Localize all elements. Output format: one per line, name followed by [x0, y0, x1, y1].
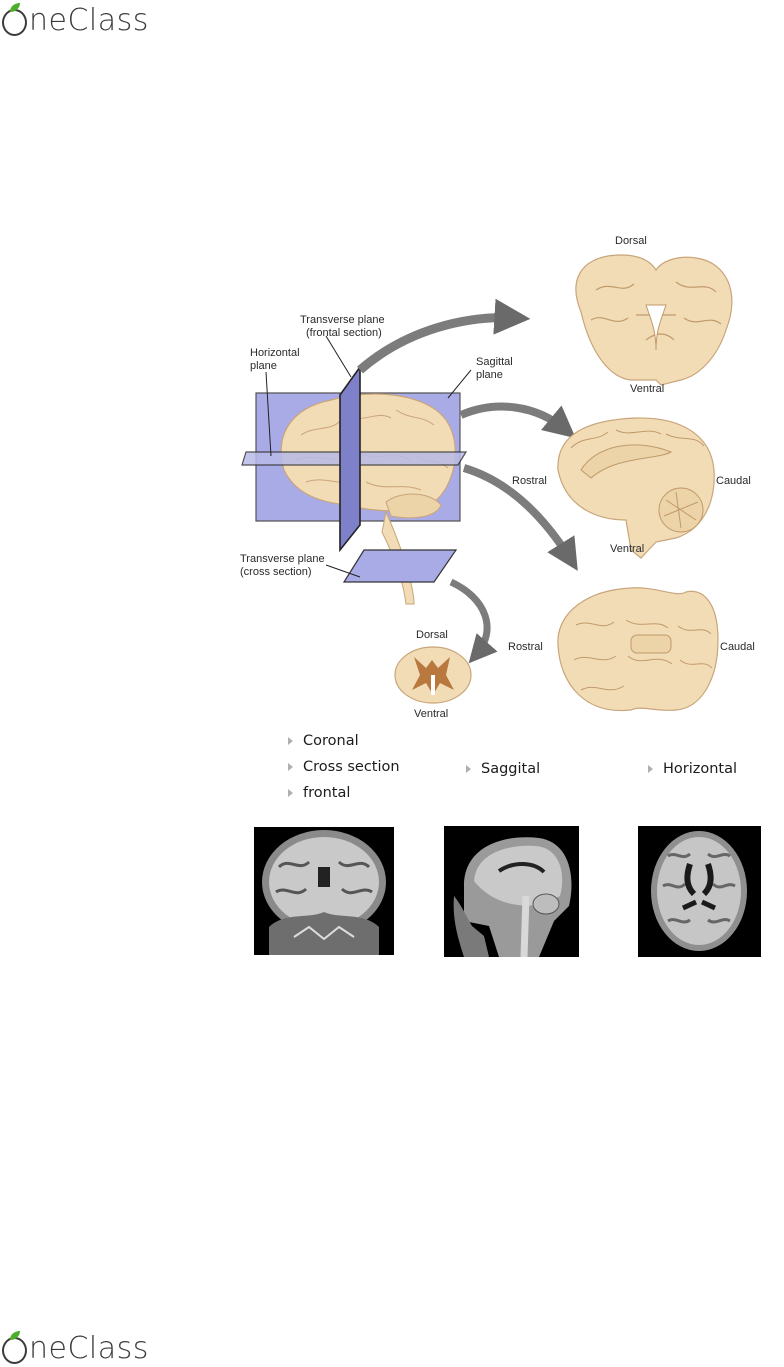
label-sagittal-2: plane [476, 369, 503, 381]
label-horizontal-caudal: Caudal [720, 641, 755, 653]
label-horizontal-2: plane [250, 360, 277, 372]
label-transverse-frontal-2: (frontal section) [306, 327, 382, 339]
label-coronal-dorsal: Dorsal [615, 235, 647, 247]
horizontal-section-illustration [558, 588, 718, 711]
bullet-label: Saggital [481, 761, 540, 777]
label-horizontal-rostral: Rostral [508, 641, 543, 653]
label-spinal-ventral: Ventral [414, 708, 448, 720]
apple-leaf-icon [9, 2, 21, 13]
sagittal-section-illustration [558, 418, 714, 558]
bullet-arrow-icon [288, 737, 293, 745]
bullet-arrow-icon [648, 765, 653, 773]
bullet-label: Coronal [303, 733, 359, 749]
bullet-arrow-icon [288, 763, 293, 771]
logo-wordmark: neClass [29, 1332, 149, 1366]
label-horizontal-1: Horizontal [250, 347, 300, 359]
bullet-cross-section: Cross section [288, 759, 400, 775]
coronal-section-illustration [576, 255, 732, 385]
label-coronal-ventral: Ventral [630, 383, 664, 395]
transverse-frontal-plane [340, 367, 360, 550]
bullet-label: frontal [303, 785, 350, 801]
axial-mri-image [638, 826, 761, 957]
bullet-label: Cross section [303, 759, 400, 775]
label-transverse-cross-1: Transverse plane [240, 553, 325, 565]
brain-planes-diagram: Transverse plane (frontal section) Horiz… [236, 220, 766, 730]
bullet-frontal: frontal [288, 785, 350, 801]
label-sagittal-1: Sagittal [476, 356, 513, 368]
coronal-mri-image [254, 827, 394, 955]
logo-o-mark [2, 2, 28, 38]
label-transverse-cross-2: (cross section) [240, 566, 312, 578]
label-sagittal-ventral: Ventral [610, 543, 644, 555]
bullet-horizontal: Horizontal [648, 761, 737, 777]
arrow-to-spinal [451, 582, 487, 655]
label-sagittal-caudal: Caudal [716, 475, 751, 487]
bullet-coronal: Coronal [288, 733, 359, 749]
label-sagittal-rostral: Rostral [512, 475, 547, 487]
label-spinal-dorsal: Dorsal [416, 629, 448, 641]
bullet-arrow-icon [288, 789, 293, 797]
transverse-cross-plane [344, 550, 456, 582]
bullet-arrow-icon [466, 765, 471, 773]
oneclass-logo-top: neClass [2, 2, 149, 38]
oneclass-logo-bottom: neClass [2, 1330, 149, 1366]
logo-o-mark [2, 1330, 28, 1366]
bullet-saggital: Saggital [466, 761, 540, 777]
logo-wordmark: neClass [29, 4, 149, 38]
brain-planes-figure: Transverse plane (frontal section) Horiz… [236, 220, 766, 730]
spinal-cord-section-illustration [395, 647, 471, 703]
bullet-label: Horizontal [663, 761, 737, 777]
sagittal-mri-image [444, 826, 579, 957]
label-transverse-frontal-1: Transverse plane [300, 314, 385, 326]
arrow-to-sagittal [461, 407, 566, 430]
apple-leaf-icon [9, 1330, 21, 1341]
